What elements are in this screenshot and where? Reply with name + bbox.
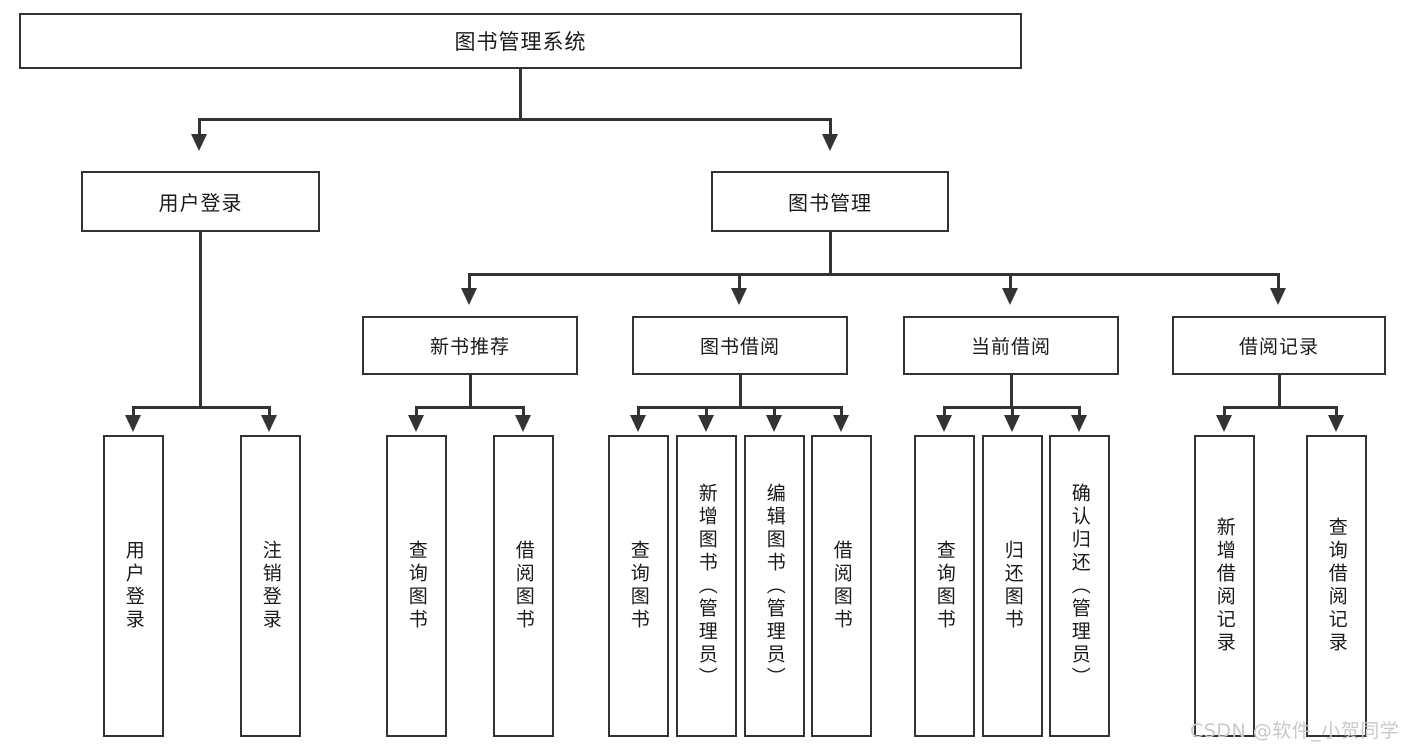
arrowhead-leaf-borrow-book-2 xyxy=(833,415,849,432)
leaf-borrow-book-recommend: 借阅图书 xyxy=(493,435,554,737)
connector-to-current-borrow xyxy=(1009,273,1012,291)
connector-to-leaf-query-record xyxy=(1335,406,1338,418)
connector-book-mgmt-stem xyxy=(829,232,832,276)
connector-to-leaf-query-book-3 xyxy=(943,406,946,418)
arrowhead-leaf-query-book-1 xyxy=(408,415,424,432)
node-label: 借阅图书 xyxy=(830,540,853,632)
connector-to-leaf-query-book-2 xyxy=(637,406,640,418)
leaf-edit-book-admin: 编辑图书（管理员） xyxy=(744,435,805,737)
arrowhead-leaf-return-book xyxy=(1004,415,1020,432)
node-label: 图书管理系统 xyxy=(454,30,587,54)
leaf-query-borrow-record: 查询借阅记录 xyxy=(1306,435,1367,737)
node-label: 注销登录 xyxy=(259,540,282,632)
node-label: 用户登录 xyxy=(158,191,243,215)
leaf-confirm-return-admin: 确认归还（管理员） xyxy=(1049,435,1110,737)
node-label: 图书管理 xyxy=(788,191,872,215)
node-label: 借阅记录 xyxy=(1238,336,1319,358)
node-book-management: 图书管理 xyxy=(711,171,949,232)
connector-to-leaf-borrow-book-2 xyxy=(840,406,843,418)
leaf-user-login: 用户登录 xyxy=(103,435,164,737)
connector-root-to-user-login xyxy=(198,118,201,138)
leaf-add-book-admin: 新增图书（管理员） xyxy=(676,435,737,737)
node-current-borrow: 当前借阅 xyxy=(903,316,1119,375)
node-new-book-recommend: 新书推荐 xyxy=(362,316,578,375)
connector-root-to-book-mgmt xyxy=(829,118,832,138)
connector-to-leaf-add-book xyxy=(705,406,708,418)
leaf-query-book-current: 查询图书 xyxy=(914,435,975,737)
node-label: 查询借阅记录 xyxy=(1325,517,1348,655)
node-label: 归还图书 xyxy=(1001,540,1024,632)
connector-new-book-recommend-bus xyxy=(415,406,525,409)
node-label: 编辑图书（管理员） xyxy=(763,482,786,690)
node-label: 当前借阅 xyxy=(970,336,1051,358)
node-root-system: 图书管理系统 xyxy=(19,13,1022,69)
arrowhead-leaf-user-login xyxy=(125,415,141,432)
connector-book-borrow-stem xyxy=(739,375,742,409)
leaf-query-book-recommend: 查询图书 xyxy=(386,435,447,737)
connector-root-stem xyxy=(519,69,522,119)
connector-to-new-book-recommend xyxy=(468,273,471,291)
node-label: 新书推荐 xyxy=(429,336,510,358)
arrowhead-leaf-query-book-2 xyxy=(630,415,646,432)
connector-book-mgmt-bus xyxy=(468,273,1280,276)
arrowhead-leaf-query-record xyxy=(1328,415,1344,432)
node-label: 新增借阅记录 xyxy=(1213,517,1236,655)
connector-to-leaf-confirm-return xyxy=(1078,406,1081,418)
connector-book-borrow-bus xyxy=(637,406,843,409)
leaf-return-book: 归还图书 xyxy=(982,435,1043,737)
arrowhead-new-book-recommend xyxy=(461,288,477,305)
node-label: 新增图书（管理员） xyxy=(695,482,718,690)
leaf-query-book-borrow: 查询图书 xyxy=(608,435,669,737)
node-label: 查询图书 xyxy=(405,540,428,632)
connector-root-bus xyxy=(198,118,832,121)
arrowhead-leaf-logout xyxy=(261,415,277,432)
leaf-borrow-book: 借阅图书 xyxy=(811,435,872,737)
arrowhead-book-borrow xyxy=(731,288,747,305)
connector-user-login-bus xyxy=(132,406,270,409)
node-label: 确认归还（管理员） xyxy=(1068,482,1091,690)
node-label: 图书借阅 xyxy=(699,336,780,358)
node-label: 查询图书 xyxy=(933,540,956,632)
connector-to-leaf-add-record xyxy=(1223,406,1226,418)
connector-borrow-record-bus xyxy=(1223,406,1338,409)
connector-new-book-recommend-stem xyxy=(469,375,472,409)
leaf-logout: 注销登录 xyxy=(240,435,301,737)
arrowhead-current-borrow xyxy=(1002,288,1018,305)
connector-borrow-record-stem xyxy=(1278,375,1281,409)
node-label: 查询图书 xyxy=(627,540,650,632)
connector-to-leaf-return-book xyxy=(1011,406,1014,418)
arrowhead-leaf-edit-book xyxy=(766,415,782,432)
connector-to-leaf-logout xyxy=(268,406,271,418)
node-borrow-record: 借阅记录 xyxy=(1172,316,1386,375)
arrowhead-leaf-confirm-return xyxy=(1071,415,1087,432)
arrowhead-leaf-add-book xyxy=(698,415,714,432)
arrowhead-leaf-borrow-book-1 xyxy=(515,415,531,432)
node-user-login: 用户登录 xyxy=(81,171,320,232)
connector-to-book-borrow xyxy=(738,273,741,291)
arrowhead-book-mgmt xyxy=(822,134,838,151)
leaf-add-borrow-record: 新增借阅记录 xyxy=(1194,435,1255,737)
connector-current-borrow-stem xyxy=(1010,375,1013,409)
node-book-borrow: 图书借阅 xyxy=(632,316,848,375)
arrowhead-leaf-query-book-3 xyxy=(936,415,952,432)
connector-to-leaf-borrow-book-1 xyxy=(522,406,525,418)
arrowhead-borrow-record xyxy=(1270,288,1286,305)
connector-user-login-stem xyxy=(199,232,202,409)
connector-to-borrow-record xyxy=(1277,273,1280,291)
connector-to-leaf-user-login xyxy=(132,406,135,418)
node-label: 用户登录 xyxy=(122,540,145,632)
connector-to-leaf-query-book-1 xyxy=(415,406,418,418)
connector-to-leaf-edit-book xyxy=(773,406,776,418)
node-label: 借阅图书 xyxy=(512,540,535,632)
arrowhead-user-login xyxy=(191,134,207,151)
arrowhead-leaf-add-record xyxy=(1216,415,1232,432)
